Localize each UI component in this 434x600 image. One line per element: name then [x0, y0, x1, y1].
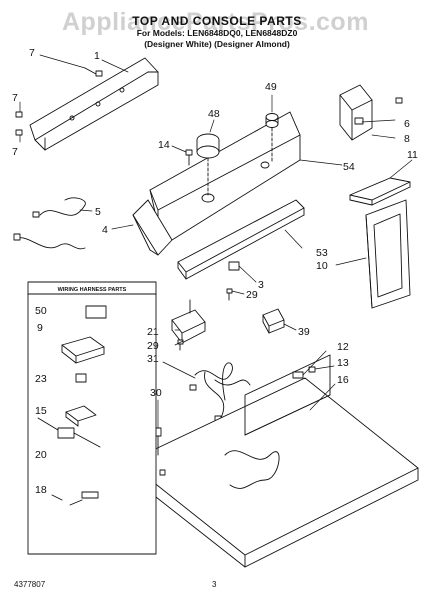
callout-54: 54 — [343, 161, 355, 173]
part-21-timer — [171, 299, 206, 344]
part-3-clip — [228, 261, 240, 271]
model-variants: (Designer White) (Designer Almond) — [144, 39, 290, 49]
part-10-side-panel — [365, 199, 411, 309]
callout-53: 53 — [316, 247, 328, 259]
callout-50: 50 — [35, 305, 47, 317]
callout-12: 12 — [337, 341, 349, 353]
callout-29-upper: 29 — [246, 289, 258, 301]
callout-16: 16 — [337, 374, 349, 386]
part-31-wiring — [189, 362, 251, 422]
part-4-end-cap — [132, 199, 173, 256]
part-6-bracket — [339, 84, 373, 141]
callout-7-top: 7 — [29, 47, 35, 59]
callout-14: 14 — [158, 139, 170, 151]
callout-6: 6 — [404, 118, 410, 130]
part-49-knob — [265, 113, 279, 163]
callout-9: 9 — [37, 322, 43, 334]
part-11-end-cap — [349, 177, 411, 206]
part-1-bracket — [29, 57, 159, 151]
part-12-part-13-switch — [292, 366, 316, 379]
callout-7-left-lower: 7 — [12, 146, 18, 158]
screw-7-right — [395, 97, 403, 104]
part-39-switch — [262, 308, 285, 334]
callout-30: 30 — [150, 387, 162, 399]
callout-3: 3 — [258, 279, 264, 291]
part-53-rail — [177, 199, 305, 280]
callout-5: 5 — [95, 206, 101, 218]
callout-48: 48 — [208, 108, 220, 120]
callout-31: 31 — [147, 353, 159, 365]
callout-18: 18 — [35, 484, 47, 496]
callout-23: 23 — [35, 373, 47, 385]
callout-13: 13 — [337, 357, 349, 369]
callout-29-lower: 29 — [147, 340, 159, 352]
legend-box — [27, 281, 157, 555]
callout-8: 8 — [404, 133, 410, 145]
watermark: AppliancePartsPros.com — [62, 8, 369, 36]
leader-lines — [19, 54, 413, 429]
legend-title: WIRING HARNESS PARTS — [57, 287, 127, 293]
callout-1: 1 — [94, 50, 100, 62]
screw-7-top — [84, 67, 103, 77]
callout-20: 20 — [35, 449, 47, 461]
callout-10: 10 — [316, 260, 328, 272]
callout-21: 21 — [147, 326, 159, 338]
model-numbers: For Models: LEN6848DQ0, LEN6848DZ0 — [136, 28, 298, 38]
diagram-title: TOP AND CONSOLE PARTS — [132, 14, 302, 28]
callout-4: 4 — [102, 224, 108, 236]
callout-15: 15 — [35, 405, 47, 417]
page-number: 3 — [212, 580, 217, 589]
part-5-wire-harness — [13, 197, 86, 250]
callout-labels: 7 1 7 7 49 48 14 6 8 54 11 5 4 53 10 3 2… — [12, 47, 418, 496]
cabinet-top — [127, 354, 419, 568]
callout-39: 39 — [298, 326, 310, 338]
part-14-screw — [185, 149, 193, 166]
callout-7-left-upper: 7 — [12, 92, 18, 104]
part-48-knob — [196, 133, 220, 196]
callout-11: 11 — [407, 149, 418, 161]
screw-7-left — [15, 111, 23, 136]
part-number: 4377807 — [14, 580, 46, 589]
part-29-screw-upper — [226, 288, 233, 301]
callout-49: 49 — [265, 81, 277, 93]
